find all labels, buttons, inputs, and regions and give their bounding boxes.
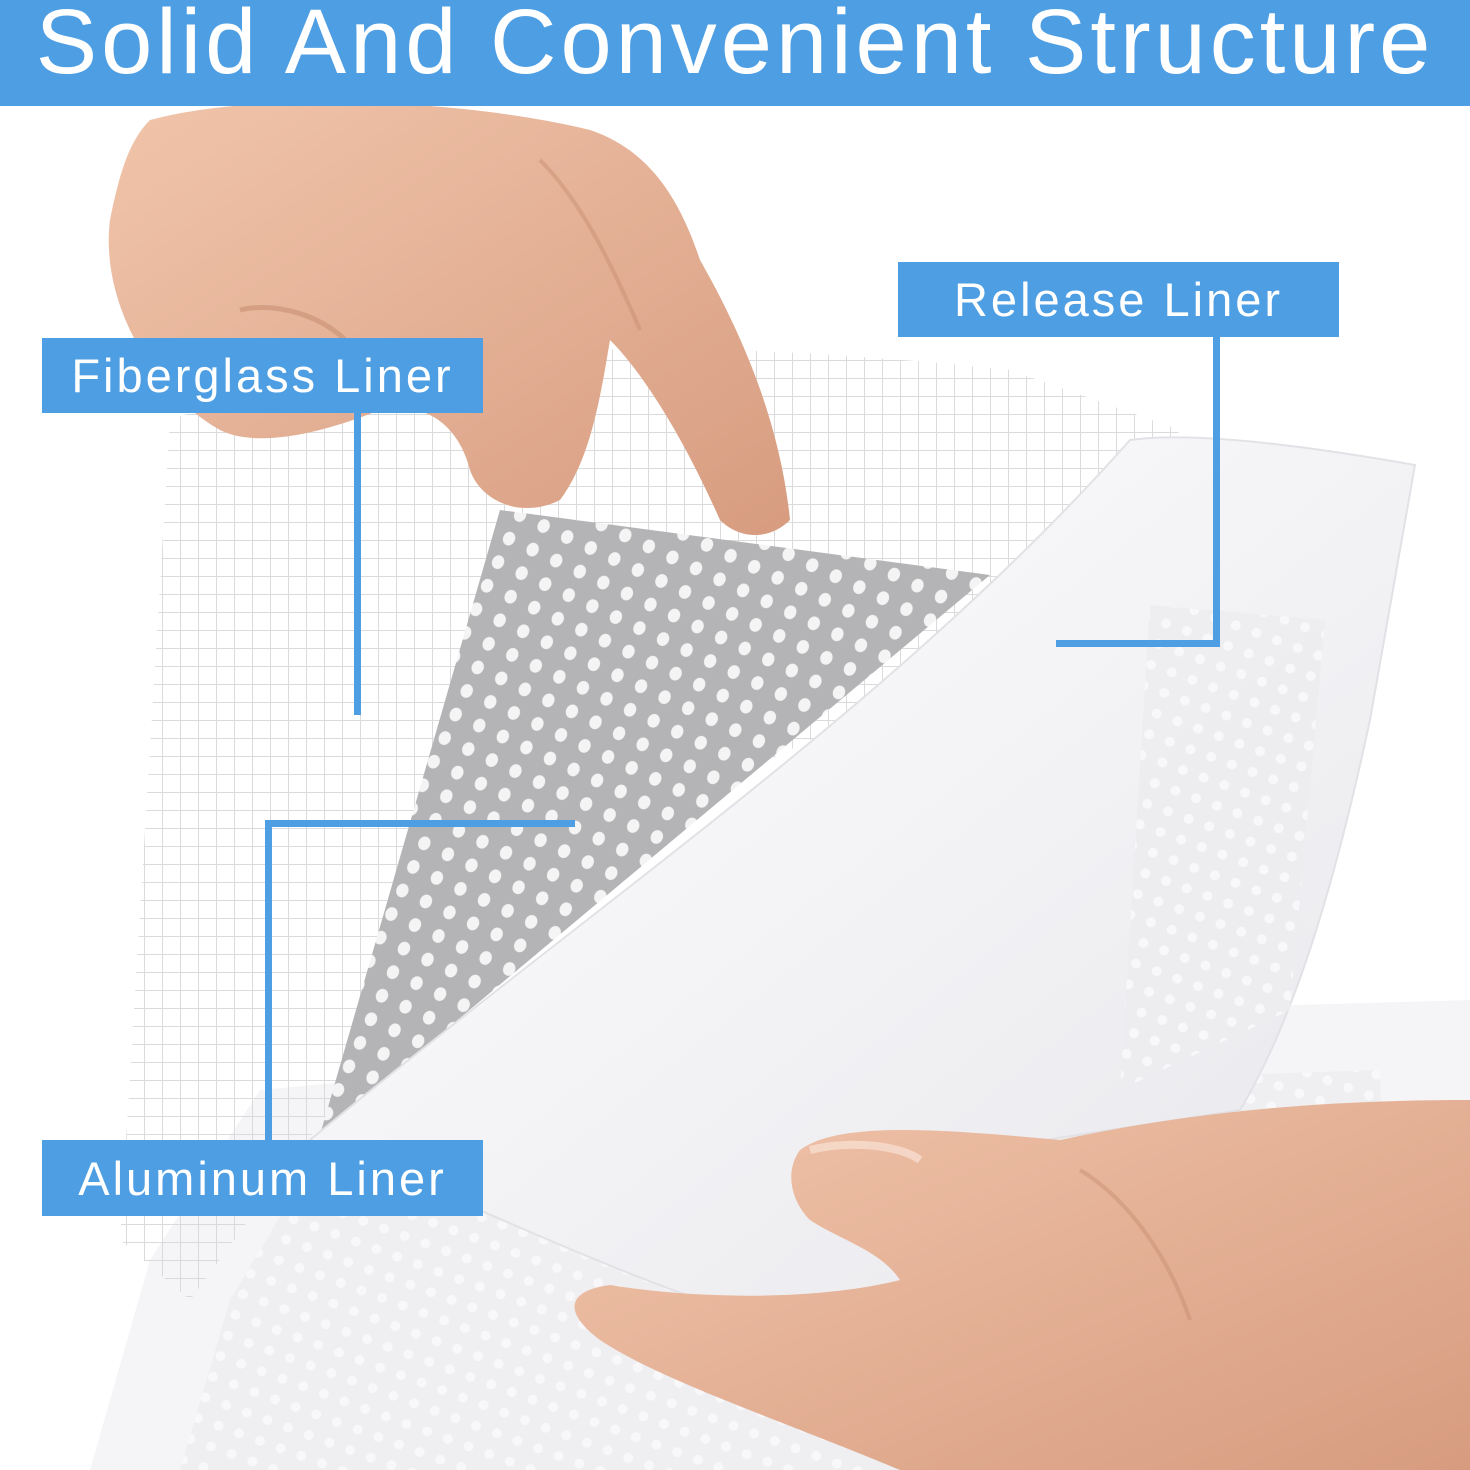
callout-aluminum-liner: Aluminum Liner	[42, 1140, 483, 1216]
leader-fiberglass-vertical	[354, 413, 361, 715]
leader-release-vertical	[1213, 337, 1220, 647]
leader-release-horizontal	[1056, 640, 1220, 647]
lower-hand	[574, 1100, 1470, 1470]
aluminum-perforated-layer	[320, 510, 990, 1135]
header-title: Solid And Convenient Structure	[35, 0, 1435, 93]
leader-aluminum-vertical	[265, 825, 272, 1140]
callout-release-liner: Release Liner	[898, 262, 1339, 337]
callout-fiberglass-liner: Fiberglass Liner	[42, 338, 483, 413]
header-banner: Solid And Convenient Structure	[0, 0, 1470, 106]
leader-lines	[265, 337, 1220, 1140]
leader-aluminum-horizontal	[265, 820, 575, 827]
